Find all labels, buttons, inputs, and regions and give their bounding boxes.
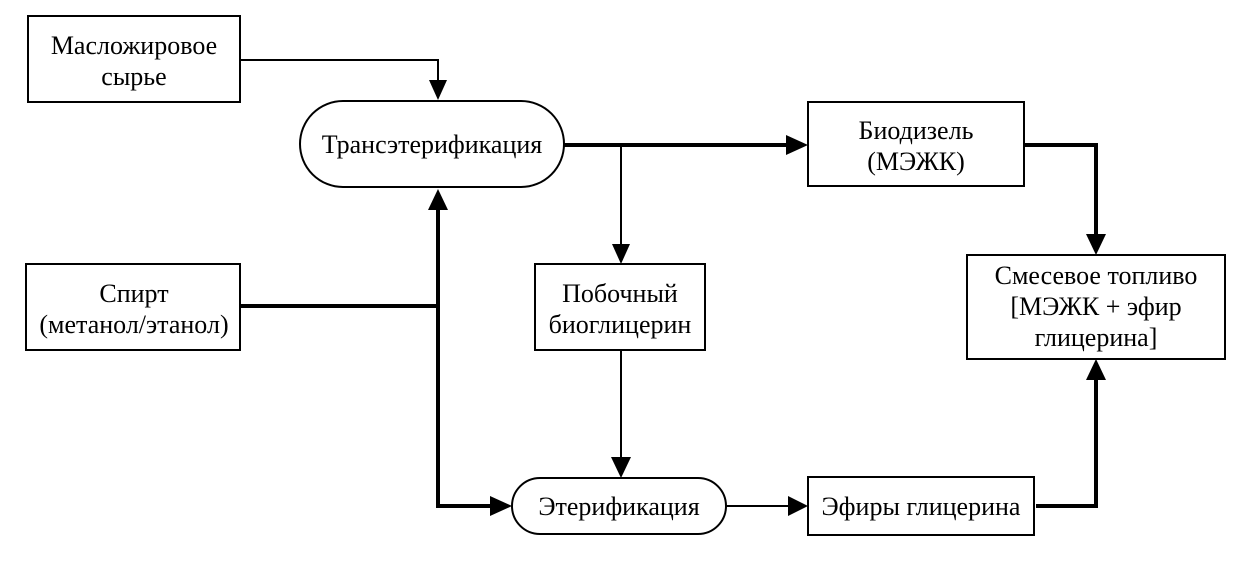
node-etherification-label: Этерификация (538, 492, 699, 521)
node-transesterification-label: Трансэтерификация (322, 130, 543, 159)
arrowhead-transesterification-to-biodiesel (786, 135, 808, 155)
node-byproduct-label-line1: Побочный (562, 279, 678, 308)
connector-feedstock-to-transesterification (240, 59, 439, 82)
connector-alcohol-to-etherification (436, 306, 492, 508)
node-blended-fuel-label-line3: глицерина] (1035, 323, 1158, 352)
node-glycerol-ethers: Эфиры глицерина (807, 476, 1035, 536)
arrowhead-glycerol-ethers-to-blended-fuel (1086, 359, 1106, 380)
node-alcohol-label-line1: Спирт (99, 279, 168, 308)
node-biodiesel-label-line1: Биодизель (859, 116, 974, 145)
arrowhead-etherification-to-glycerol-ethers (788, 496, 808, 516)
arrowhead-byproduct-to-etherification (611, 457, 631, 478)
arrowhead-alcohol-to-transesterification (428, 189, 448, 210)
arrowhead-alcohol-to-etherification (490, 496, 512, 516)
arrowhead-transesterification-to-byproduct (612, 244, 630, 264)
node-feedstock-label-line2: сырье (101, 62, 166, 91)
arrowhead-biodiesel-to-blended-fuel (1086, 234, 1106, 255)
node-byproduct-glycerol: Побочный биоглицерин (534, 263, 706, 351)
node-glycerol-ethers-label: Эфиры глицерина (822, 492, 1021, 521)
node-feedstock-label-line1: Масложировое (51, 31, 217, 60)
connector-glycerol-ethers-to-blended-fuel (1036, 379, 1098, 508)
node-transesterification: Трансэтерификация (299, 100, 565, 188)
node-blended-fuel-label-line2: [МЭЖК + эфир (1010, 292, 1181, 321)
node-biodiesel: Биодизель (МЭЖК) (807, 101, 1025, 187)
node-blended-fuel-label-line1: Смесевое топливо (995, 261, 1198, 290)
arrowhead-feedstock-to-transesterification (429, 80, 447, 100)
node-biodiesel-label-line2: (МЭЖК) (867, 147, 965, 176)
node-alcohol: Спирт (метанол/этанол) (25, 263, 241, 351)
node-blended-fuel: Смесевое топливо [МЭЖК + эфир глицерина] (966, 254, 1226, 360)
node-feedstock: Масложировое сырье (27, 15, 241, 103)
node-etherification: Этерификация (511, 477, 727, 535)
node-byproduct-label-line2: биоглицерин (549, 310, 692, 339)
connector-biodiesel-to-blended-fuel (1024, 143, 1098, 235)
node-alcohol-label-line2: (метанол/этанол) (39, 310, 228, 339)
